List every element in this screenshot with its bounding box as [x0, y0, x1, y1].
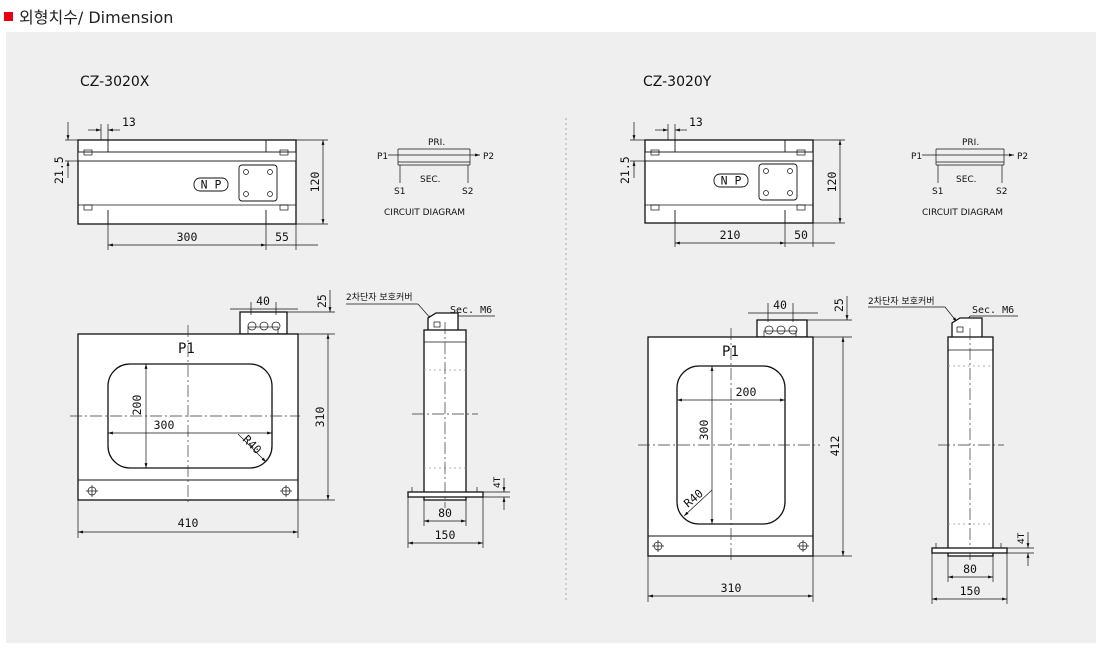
section-title: 외형치수/ Dimension [19, 8, 174, 27]
svg-text:40: 40 [773, 298, 787, 312]
svg-text:P2: P2 [483, 152, 494, 162]
svg-text:S2: S2 [462, 187, 473, 197]
svg-text:210: 210 [720, 228, 741, 242]
circuit-diagram-left: PRI. P1 P2 SEC. S1 S2 CIRCUIT DIAGRAM [377, 138, 494, 218]
svg-text:80: 80 [438, 506, 452, 520]
svg-text:CIRCUIT DIAGRAM: CIRCUIT DIAGRAM [922, 208, 1003, 218]
svg-text:S1: S1 [932, 187, 943, 197]
svg-text:200: 200 [130, 395, 144, 416]
svg-text:N P: N P [721, 174, 742, 188]
front-view-left: N P 13 21.5 120 [52, 115, 328, 250]
svg-text:CIRCUIT DIAGRAM: CIRCUIT DIAGRAM [384, 208, 465, 218]
side-view-left: 2차단자 보호커버 Sec. M6 4T [346, 291, 510, 548]
svg-text:21.5: 21.5 [52, 156, 66, 184]
svg-text:P1: P1 [377, 152, 388, 162]
svg-text:80: 80 [963, 562, 977, 576]
svg-text:50: 50 [794, 228, 808, 242]
svg-text:4T: 4T [1017, 532, 1027, 544]
circuit-diagram-right: PRI. P1 P2 SEC. S1 S2 CIRCUIT DIAGRAM [911, 138, 1028, 218]
svg-text:55: 55 [275, 230, 289, 244]
svg-text:200: 200 [736, 385, 757, 399]
nameplate-right [713, 173, 749, 188]
svg-text:25: 25 [832, 298, 846, 312]
svg-text:25: 25 [315, 294, 329, 308]
svg-text:N P: N P [201, 178, 222, 192]
red-square-icon [4, 11, 13, 21]
section-header: 외형치수/ Dimension [4, 4, 173, 28]
svg-text:412: 412 [828, 436, 842, 457]
terminal-box-right [758, 163, 798, 201]
svg-text:Sec. M6: Sec. M6 [450, 305, 492, 316]
model-title-left: CZ-3020X [80, 74, 150, 90]
svg-text:P1: P1 [911, 152, 922, 162]
svg-text:21.5: 21.5 [618, 156, 632, 184]
svg-text:300: 300 [177, 230, 198, 244]
svg-text:150: 150 [435, 528, 456, 542]
svg-text:PRI.: PRI. [428, 138, 445, 148]
svg-text:300: 300 [697, 420, 711, 441]
svg-text:40: 40 [256, 294, 270, 308]
svg-text:310: 310 [721, 581, 742, 595]
svg-text:SEC.: SEC. [956, 175, 977, 185]
front-view-right: N P 13 21.5 120 [618, 115, 845, 247]
svg-text:310: 310 [313, 407, 327, 428]
svg-text:2차단자 보호커버: 2차단자 보호커버 [868, 295, 935, 307]
svg-text:13: 13 [689, 115, 703, 129]
svg-text:150: 150 [960, 584, 981, 598]
svg-text:4T: 4T [493, 476, 503, 488]
svg-text:P2: P2 [1017, 152, 1028, 162]
model-cz-3020x: CZ-3020X N P 13 [52, 74, 510, 548]
terminal-box-left [238, 164, 278, 202]
model-cz-3020y: CZ-3020Y N P 13 [618, 74, 1034, 604]
svg-text:P1: P1 [722, 344, 739, 360]
side-view-right: 2차단자 보호커버 Sec. M6 4T [868, 295, 1034, 604]
svg-text:120: 120 [308, 172, 322, 193]
svg-text:SEC.: SEC. [420, 175, 441, 185]
model-title-right: CZ-3020Y [643, 74, 712, 90]
svg-text:PRI.: PRI. [962, 138, 979, 148]
svg-text:410: 410 [178, 516, 199, 530]
svg-text:2차단자 보호커버: 2차단자 보호커버 [346, 291, 413, 303]
svg-text:300: 300 [154, 418, 175, 432]
svg-text:Sec. M6: Sec. M6 [972, 305, 1014, 316]
svg-text:13: 13 [122, 115, 136, 129]
svg-text:S1: S1 [394, 187, 405, 197]
svg-text:S2: S2 [996, 187, 1007, 197]
svg-text:P1: P1 [178, 341, 195, 357]
nameplate-left [193, 177, 229, 192]
main-view-right: P1 200 300 R40 40 25 412 [638, 296, 852, 602]
main-view-left: P1 200 300 R40 40 25 310 [70, 290, 335, 538]
svg-text:120: 120 [825, 172, 839, 193]
